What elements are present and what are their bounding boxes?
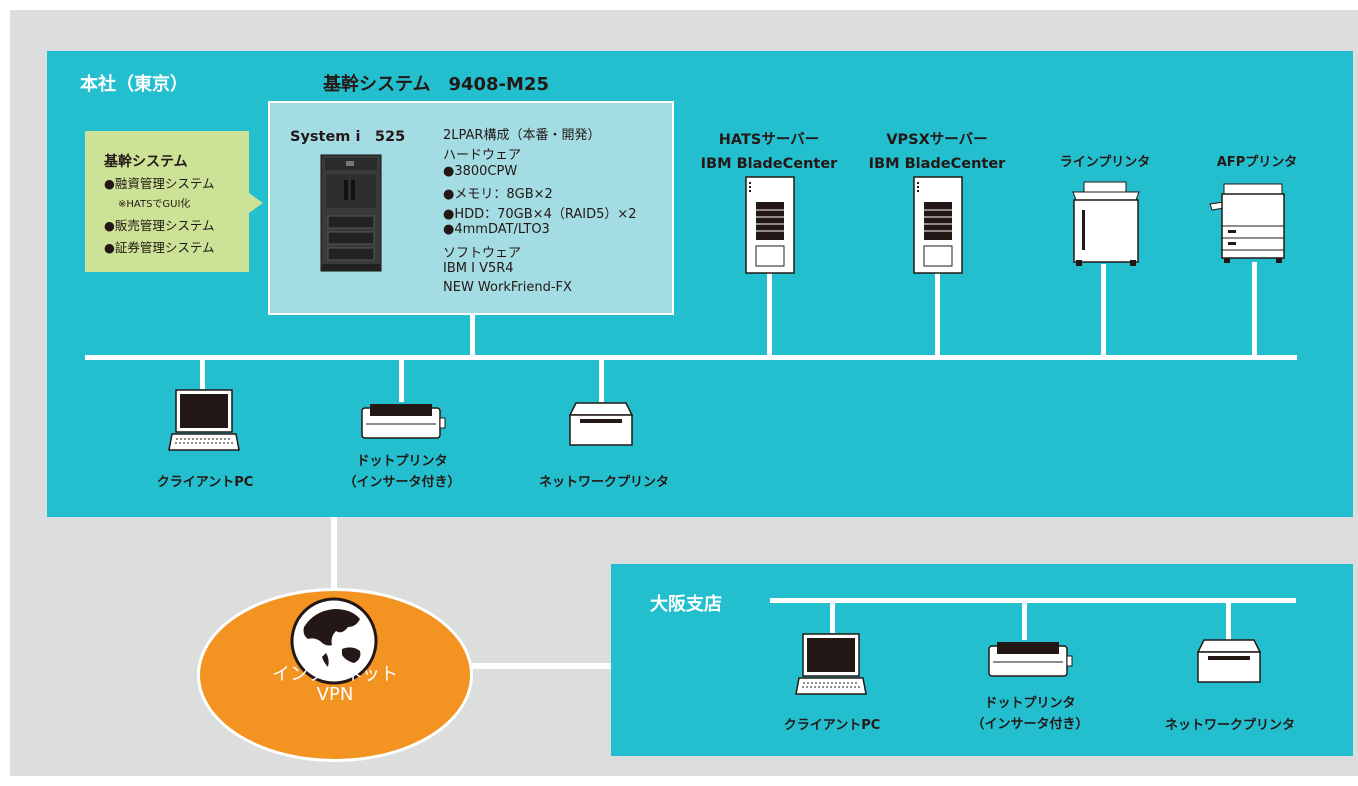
connector-line bbox=[200, 357, 205, 389]
hq-vpn-connector bbox=[331, 517, 337, 591]
hats-server-model: IBM BladeCenter bbox=[700, 156, 838, 172]
vpn-label-line1: インターネット bbox=[272, 664, 398, 685]
system-spec: IBM I V5R4 bbox=[443, 261, 514, 276]
callout-item: ●融資管理システム bbox=[104, 176, 215, 191]
blade-server-icon bbox=[913, 176, 963, 274]
system-spec: ●HDD：70GB×4（RAID5）×2 bbox=[443, 207, 637, 222]
osaka-dot-printer-label: ドットプリンタ （インサータ付き） bbox=[958, 693, 1102, 735]
hq-dot-printer-note: （インサータ付き） bbox=[343, 475, 461, 490]
laptop-icon bbox=[795, 633, 867, 695]
osaka-client-pc-label: クライアントPC bbox=[783, 718, 881, 733]
connector-line bbox=[1022, 600, 1027, 640]
afp-printer-icon bbox=[1209, 183, 1285, 263]
connector-line bbox=[599, 357, 604, 402]
hq-area bbox=[47, 51, 1353, 517]
osaka-dot-printer-name: ドットプリンタ bbox=[984, 696, 1076, 711]
connector-line bbox=[830, 600, 835, 633]
osaka-dot-printer-note: （インサータ付き） bbox=[971, 717, 1089, 732]
server-tower-icon bbox=[320, 154, 382, 272]
system-spec: 2LPAR構成（本番・開発） bbox=[443, 128, 601, 143]
connector-line bbox=[767, 272, 772, 357]
callout-arrow bbox=[249, 193, 263, 213]
connector-line bbox=[1226, 600, 1231, 640]
system-spec: ハードウェア bbox=[443, 148, 522, 163]
dot-printer-icon bbox=[988, 642, 1073, 677]
connector-line bbox=[935, 272, 940, 357]
network-printer-icon bbox=[568, 402, 634, 446]
connector-line bbox=[1252, 262, 1257, 357]
system-spec: ●3800CPW bbox=[443, 164, 518, 179]
osaka-title: 大阪支店 bbox=[650, 594, 722, 615]
globe-icon bbox=[290, 597, 378, 685]
callout-item: ●証券管理システム bbox=[104, 240, 215, 255]
network-printer-icon bbox=[1196, 639, 1262, 683]
osaka-network-printer-label: ネットワークプリンタ bbox=[1164, 718, 1295, 733]
hats-server-name: HATSサーバー bbox=[718, 132, 820, 148]
vpn-label-line2: VPN bbox=[316, 684, 354, 705]
hats-server-label: HATSサーバー IBM BladeCenter bbox=[696, 128, 842, 176]
callout-note: ※HATSでGUI化 bbox=[118, 199, 191, 210]
system-spec: NEW WorkFriend-FX bbox=[443, 280, 572, 295]
vpsx-server-label: VPSXサーバー IBM BladeCenter bbox=[864, 128, 1010, 176]
connector-line bbox=[1101, 264, 1106, 357]
vpsx-server-model: IBM BladeCenter bbox=[868, 156, 1006, 172]
blade-server-icon bbox=[745, 176, 795, 274]
line-printer-icon bbox=[1072, 181, 1140, 266]
system-spec: ソフトウェア bbox=[443, 246, 522, 261]
vpsx-server-name: VPSXサーバー bbox=[886, 132, 988, 148]
connector-line bbox=[399, 357, 404, 402]
connector-line bbox=[470, 315, 475, 357]
callout-item: ●販売管理システム bbox=[104, 218, 215, 233]
core-system-callout bbox=[85, 131, 249, 272]
system-spec: ●メモリ：8GB×2 bbox=[443, 187, 553, 202]
osaka-backbone-line bbox=[770, 598, 1296, 603]
hq-backbone-line bbox=[85, 355, 1297, 360]
hq-dot-printer-label: ドットプリンタ （インサータ付き） bbox=[330, 451, 474, 493]
afp-printer-label: AFPプリンタ bbox=[1216, 155, 1298, 170]
hq-title: 本社（東京） bbox=[80, 74, 188, 95]
system-spec: ●4mmDAT/LTO3 bbox=[443, 222, 550, 237]
callout-title: 基幹システム bbox=[104, 154, 188, 170]
core-system-title: 基幹システム 9408-M25 bbox=[323, 74, 549, 95]
dot-printer-icon bbox=[361, 404, 446, 439]
hq-dot-printer-name: ドットプリンタ bbox=[356, 454, 448, 469]
hq-client-pc-label: クライアントPC bbox=[156, 475, 254, 490]
laptop-icon bbox=[168, 389, 240, 451]
vpn-osaka-connector bbox=[470, 663, 613, 669]
system-name: System i 525 bbox=[290, 129, 406, 145]
line-printer-label: ラインプリンタ bbox=[1059, 155, 1151, 170]
hq-network-printer-label: ネットワークプリンタ bbox=[538, 475, 669, 490]
